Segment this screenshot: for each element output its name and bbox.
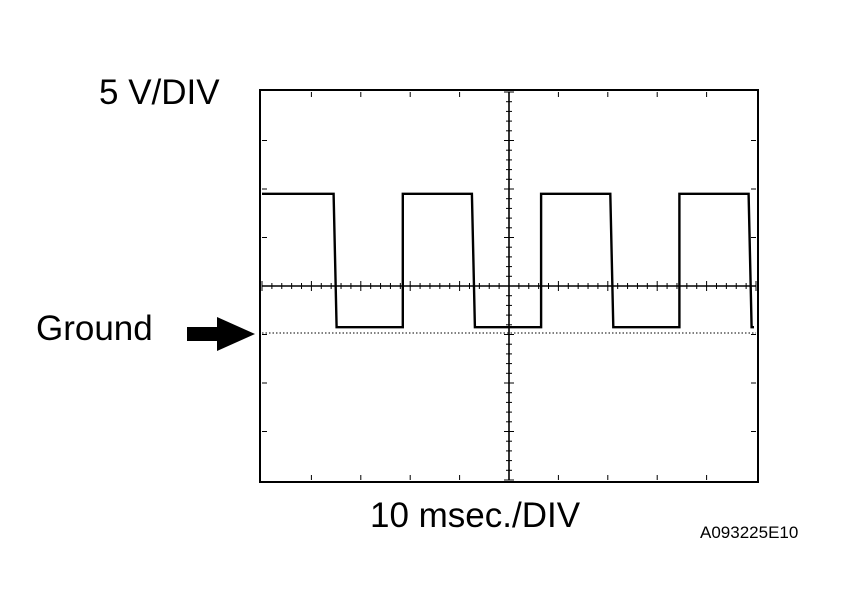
ground-arrow-icon (187, 317, 255, 351)
square-wave-trace (262, 192, 754, 329)
screen-frame (259, 89, 759, 483)
figure-code: A093225E10 (700, 523, 799, 542)
horizontal-scale-label: 10 msec./DIV (370, 496, 581, 535)
ground-label: Ground (36, 309, 153, 348)
vertical-scale-label: 5 V/DIV (99, 73, 220, 112)
center-axes (261, 91, 757, 481)
